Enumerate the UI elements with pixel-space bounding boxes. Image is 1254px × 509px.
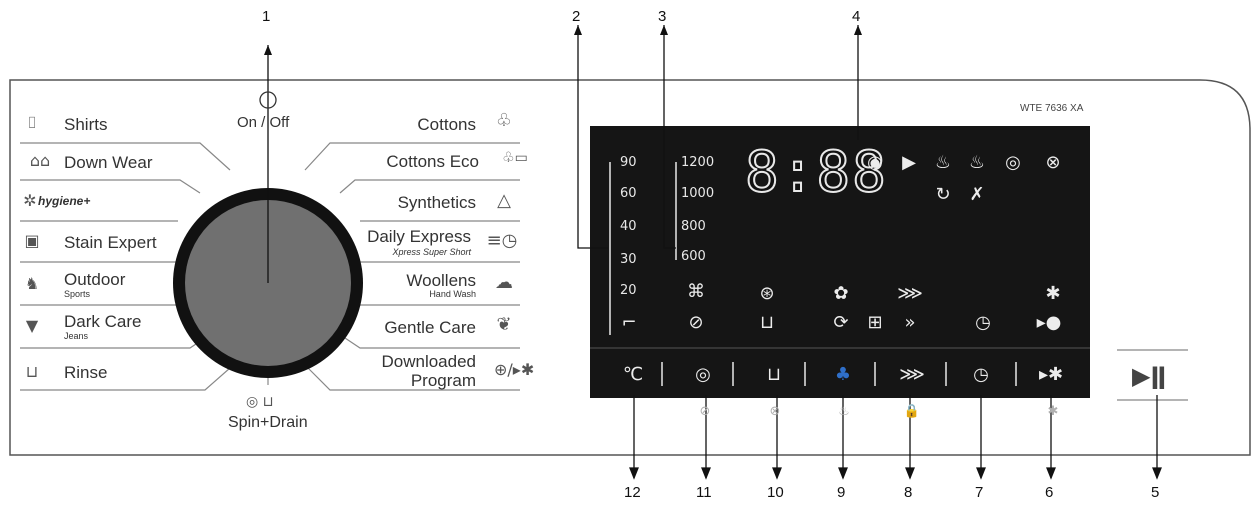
cotton-icon: ♧ [495, 110, 513, 131]
remote-control-button[interactable]: ▸✱ [1038, 364, 1064, 385]
rinse-hold-icon: ⌘ [687, 281, 705, 302]
prewash-icon: ⊛ [759, 283, 775, 304]
drum-clean-icon: ⟳ [833, 312, 849, 333]
callout-8: 8 [904, 484, 913, 501]
temperature-button[interactable]: ℃ [622, 364, 644, 385]
spin-1200: 1200 [681, 155, 715, 170]
temp-60: 60 [620, 186, 637, 201]
program-woollens[interactable]: Woollens [406, 271, 476, 290]
temp-40: 40 [620, 219, 637, 234]
callout-12: 12 [624, 484, 641, 501]
bluetooth-sub-icon: ✱ [1047, 404, 1059, 419]
callout-9: 9 [837, 484, 846, 501]
program-gentle-care[interactable]: Gentle Care [384, 318, 476, 337]
fast-plus-icon: ⋙ [897, 283, 923, 304]
program-dark-care-sub: Jeans [64, 331, 89, 341]
gentle-icon: ❦ [496, 314, 512, 335]
callout-10: 10 [767, 484, 784, 501]
wool-icon: ☁ [495, 272, 513, 293]
spin-drain-icon: ◎ ⊔ [246, 394, 274, 410]
soil-level-icon: ⊔ [759, 312, 775, 333]
callout-3: 3 [658, 8, 667, 25]
hygiene-icon: ✲ [23, 191, 37, 210]
temp-90: 90 [620, 155, 637, 170]
program-shirts[interactable]: Shirts [64, 115, 108, 134]
stain-icon: ▣ [24, 231, 40, 250]
shoe-icon: ♞ [24, 274, 40, 293]
callout-1: 1 [262, 8, 271, 25]
delay-icon: ◷ [975, 312, 991, 333]
spin-600: 600 [681, 249, 706, 264]
program-cottons[interactable]: Cottons [417, 115, 476, 134]
spin-1000: 1000 [681, 186, 715, 201]
play-status-icon: ▶ [902, 152, 916, 173]
express-timer-icon: ≡◷ [486, 230, 518, 251]
time-display: 8:88 [744, 139, 888, 206]
spin-800: 800 [681, 219, 706, 234]
model-label: WTE 7636 XA [1020, 103, 1084, 114]
fast-plus-button[interactable]: ⋙ [899, 364, 925, 385]
tap-icon: ↻ [935, 184, 951, 205]
anti-crease-sub-icon: ⊘ [699, 404, 711, 419]
soil-level-button[interactable]: ⊔ [766, 364, 782, 385]
tshirt-icon: ▼ [25, 316, 39, 335]
program-outdoor-sub: Sports [64, 289, 91, 299]
prewash-sub-icon: ⊗ [769, 404, 781, 419]
program-daily-express-sub: Xpress Super Short [392, 247, 471, 257]
child-lock-sub-icon: 🔒 [903, 404, 921, 419]
program-hygiene[interactable]: hygiene+ [38, 194, 91, 208]
power-label: On / Off [237, 114, 290, 131]
bluetooth-icon: ✱ [1045, 283, 1061, 304]
callout-7: 7 [975, 484, 984, 501]
program-downloaded[interactable]: Downloaded [381, 352, 476, 371]
eco-icon: ♧▭ [502, 150, 528, 166]
program-synthetics[interactable]: Synthetics [397, 193, 476, 212]
spin-drain-label: Spin+Drain [228, 414, 308, 431]
no-spin-icon: ⊘ [688, 312, 704, 333]
cold-water-tap-icon: ⌐ [621, 312, 637, 333]
no-water-icon: ✗ [969, 184, 985, 205]
program-cottons-eco[interactable]: Cottons Eco [386, 152, 479, 171]
steam-button[interactable]: ♣ [834, 364, 852, 385]
program-stain-expert[interactable]: Stain Expert [64, 233, 157, 252]
spin-button[interactable]: ◎ [695, 364, 711, 385]
program-downloaded-sub: Program [410, 371, 476, 390]
start-pause-button[interactable]: ▶ǁ [1132, 362, 1167, 390]
callout-11: 11 [696, 484, 712, 501]
temp-20: 20 [620, 283, 637, 298]
callout-6: 6 [1045, 484, 1054, 501]
rinse-icon: ⊔ [25, 362, 39, 381]
spin-status-icon: ◉ [867, 152, 883, 173]
program-rinse[interactable]: Rinse [64, 363, 108, 382]
callout-4: 4 [852, 8, 861, 25]
delay-end-button[interactable]: ◷ [973, 364, 989, 385]
program-woollens-sub: Hand Wash [429, 289, 476, 299]
download-bluetooth-icon: ⊕/▸✱ [494, 360, 535, 379]
steam-icon: ✿ [833, 283, 849, 304]
remote-icon: ▸● [1036, 312, 1062, 333]
spin-cycle-icon: ◎ [1005, 152, 1021, 173]
down-wear-icon: ⌂⌂ [29, 151, 51, 170]
synthetics-icon: △ [497, 190, 511, 211]
callout-5: 5 [1151, 484, 1160, 501]
fast-icon: » [904, 312, 916, 333]
shirt-icon: ⌷ [27, 113, 37, 132]
anti-crease-icon: ⊗ [1045, 152, 1061, 173]
program-down-wear[interactable]: Down Wear [64, 153, 153, 172]
program-daily-express[interactable]: Daily Express [367, 227, 471, 246]
temp-30: 30 [620, 252, 637, 267]
steam-status-icon: ♨ [968, 152, 986, 173]
callout-2: 2 [572, 8, 581, 25]
drum-clean-sub-icon: ♨ [838, 404, 850, 419]
child-lock-icon: ⊞ [867, 312, 883, 333]
wash-status-icon: ♨ [934, 152, 952, 173]
program-outdoor[interactable]: Outdoor [64, 270, 126, 289]
program-dark-care[interactable]: Dark Care [64, 312, 142, 331]
